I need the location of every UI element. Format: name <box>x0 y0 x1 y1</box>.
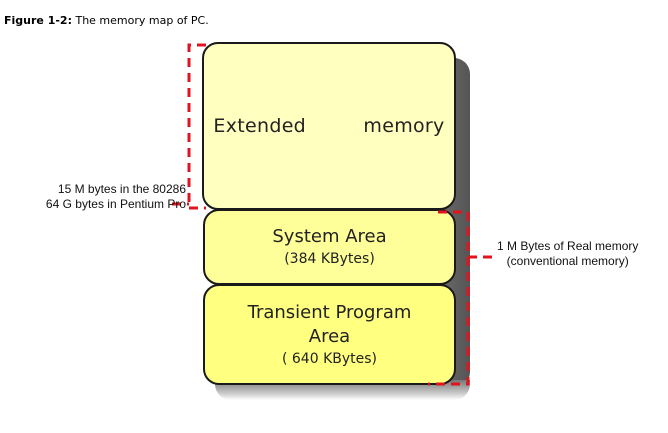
system-area-block: System Area (384 KBytes) <box>203 209 456 285</box>
real-memory-bracket <box>428 210 470 386</box>
block-shadow-bottom <box>215 380 470 400</box>
figure-title: The memory map of PC. <box>71 14 209 27</box>
system-area-size: (384 KBytes) <box>284 251 375 267</box>
extended-bracket <box>187 43 206 210</box>
figure-caption: Figure 1-2: The memory map of PC. <box>4 14 209 27</box>
extended-note-line1: 15 M bytes in the 80286 <box>57 182 186 196</box>
real-memory-note-line2: (conventional memory) <box>506 254 629 268</box>
extended-note-line2: 64 G bytes in Pentium Pro <box>45 197 186 211</box>
transient-program-label: Transient Program <box>247 301 412 323</box>
transient-program-label-line2: Area <box>308 325 351 347</box>
real-memory-note-line1: 1 M Bytes of Real memory <box>497 239 639 253</box>
transient-program-size: ( 640 KBytes) <box>281 350 377 367</box>
transient-program-area-block: Transient Program Area ( 640 KBytes) <box>203 284 456 385</box>
extended-memory-label: Extended memory <box>213 115 445 137</box>
figure-label: Figure 1-2: <box>4 14 72 27</box>
extended-memory-note: 15 M bytes in the 80286 64 G bytes in Pe… <box>46 182 186 212</box>
system-area-label: System Area <box>272 226 387 247</box>
real-memory-note: 1 M Bytes of Real memory (conventional m… <box>497 239 638 269</box>
extended-memory-block: Extended memory <box>202 42 456 210</box>
